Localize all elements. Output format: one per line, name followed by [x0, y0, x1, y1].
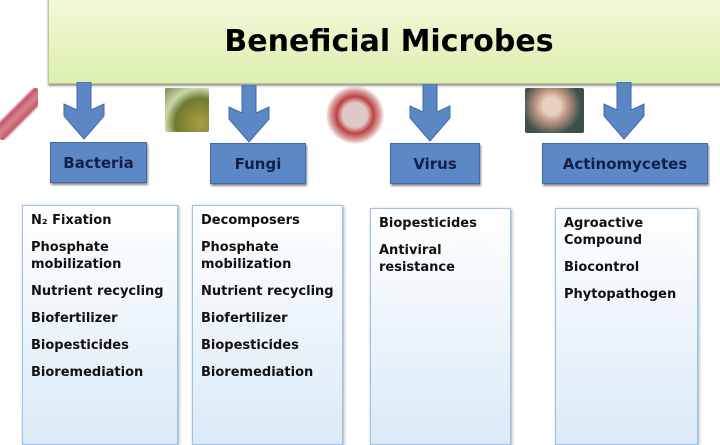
category-fungi: Fungi: [210, 143, 306, 184]
actinomycetes-image: [525, 88, 584, 133]
list-item: Phosphate mobilization: [31, 240, 122, 272]
list-item: Nutrient recycling: [31, 284, 164, 299]
list-item: Agroactive Compound: [564, 216, 644, 248]
arrow-down-icon: [603, 82, 645, 140]
list-item: Phosphate mobilization: [201, 240, 292, 272]
bacteria-functions: N₂ Fixation Phosphate mobilization Nutri…: [22, 205, 178, 445]
list-item: Nutrient recycling: [201, 284, 334, 299]
list-item: N₂ Fixation: [31, 213, 112, 228]
arrow-down-icon: [228, 85, 270, 143]
category-virus: Virus: [390, 143, 480, 184]
list-item: Biocontrol: [564, 260, 640, 275]
virus-functions: Biopesticides Antiviral resistance: [370, 208, 511, 445]
list-item: Antiviral resistance: [379, 243, 455, 275]
list-item: Bioremediation: [201, 365, 314, 380]
category-bacteria: Bacteria: [50, 142, 147, 183]
actinomycetes-functions: Agroactive Compound Biocontrol Phytopath…: [555, 208, 698, 445]
list-item: Biopesticides: [31, 338, 129, 353]
category-actinomycetes: Actinomycetes: [542, 143, 708, 184]
list-item: Phytopathogen: [564, 287, 677, 302]
arrow-down-icon: [63, 82, 105, 140]
list-item: Biofertilizer: [31, 311, 118, 326]
list-item: Biopesticides: [201, 338, 299, 353]
list-item: Biopesticides: [379, 216, 477, 231]
diagram-title: Beneficial Microbes: [48, 0, 720, 84]
list-item: Biofertilizer: [201, 311, 288, 326]
bacteria-image: [0, 88, 38, 140]
virus-image: [326, 86, 384, 144]
list-item: Decomposers: [201, 213, 300, 228]
fungi-image: [165, 88, 209, 132]
arrow-down-icon: [409, 84, 451, 142]
fungi-functions: Decomposers Phosphate mobilization Nutri…: [192, 205, 343, 445]
list-item: Bioremediation: [31, 365, 144, 380]
